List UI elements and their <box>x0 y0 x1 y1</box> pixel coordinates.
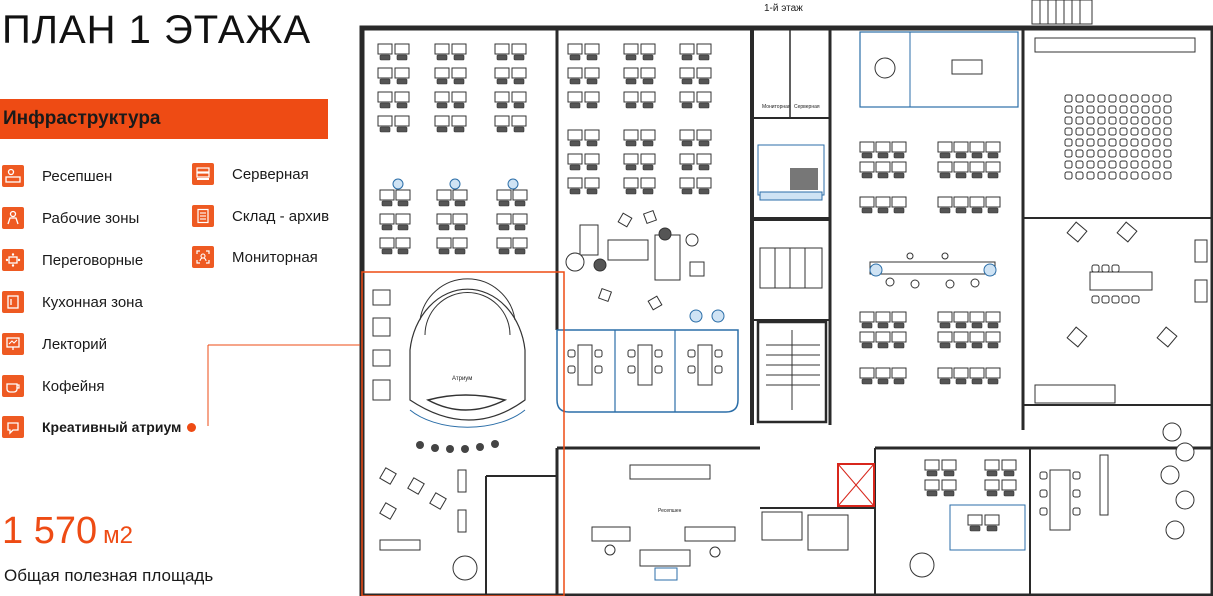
legend-item-monitor[interactable]: Мониторная <box>192 246 318 268</box>
area-number: 1 570 <box>2 510 98 552</box>
area-unit: м2 <box>103 522 133 549</box>
legend-item-reception[interactable]: Ресепшен <box>2 165 112 187</box>
legend-item-workspace[interactable]: Рабочие зоны <box>2 207 139 229</box>
building-walls <box>359 25 1213 596</box>
archive-icon <box>192 205 214 227</box>
server-icon <box>192 163 214 185</box>
workspace-icon <box>2 207 24 229</box>
monitor-room-label: Мониторная <box>762 104 791 110</box>
floor-label: 1-й этаж <box>764 3 803 14</box>
legend-item-coffee[interactable]: Кофейня <box>2 375 105 397</box>
reception-area <box>591 464 736 581</box>
workstation-group-nw <box>377 43 527 133</box>
legend-item-meeting[interactable]: Переговорные <box>2 249 143 271</box>
lounge-right <box>1034 221 1208 404</box>
core-rooms <box>757 144 825 289</box>
atrium-marker-dot <box>187 422 197 432</box>
area-label: Общая полезная площадь <box>4 566 214 585</box>
meeting-room-icon <box>2 249 24 271</box>
reception-room-label: Ресепшен <box>658 508 682 514</box>
meeting-top-right <box>859 31 1019 108</box>
atrium-zone[interactable] <box>361 271 565 596</box>
staircase <box>766 330 820 410</box>
server-room-label: Серверная <box>794 104 820 110</box>
lounge-center <box>565 209 705 311</box>
legend-label: Креативный атриум <box>42 419 182 435</box>
lecture-hall-icon <box>2 333 24 355</box>
kitchen-icon <box>2 291 24 313</box>
workstation-group-w <box>379 178 528 255</box>
bench-table <box>869 252 997 289</box>
legend-label: Ресепшен <box>42 167 113 185</box>
legend-label: Лекторий <box>42 335 108 353</box>
coffee-icon <box>2 375 24 397</box>
legend-item-kitchen[interactable]: Кухонная зона <box>2 291 143 313</box>
legend-label: Рабочие зоны <box>42 209 140 227</box>
meeting-rooms <box>556 309 739 413</box>
legend-label: Серверная <box>232 165 309 183</box>
meeting-bottom-right <box>909 422 1195 578</box>
lecture-hall-seats <box>1034 37 1196 179</box>
elevator <box>761 463 875 551</box>
legend-label: Кофейня <box>42 377 105 395</box>
legend-label: Склад - архив <box>232 207 330 225</box>
top-stair <box>1031 0 1093 25</box>
infrastructure-heading: Инфраструктура <box>0 99 328 139</box>
atrium-icon <box>2 416 24 438</box>
atrium-room-label: Атриум <box>452 376 472 382</box>
legend-item-archive[interactable]: Склад - архив <box>192 205 329 227</box>
legend-item-lecture[interactable]: Лекторий <box>2 333 107 355</box>
monitor-icon <box>192 246 214 268</box>
atrium-pointer-line <box>207 344 360 426</box>
legend-item-server[interactable]: Серверная <box>192 163 309 185</box>
legend-label: Мониторная <box>232 248 318 266</box>
legend-item-atrium[interactable]: Креативный атриум <box>2 416 197 438</box>
legend-label: Кухонная зона <box>42 293 143 311</box>
legend-label: Переговорные <box>42 251 144 269</box>
workstation-group-n-center <box>567 43 712 195</box>
reception-icon <box>2 165 24 187</box>
page-title: ПЛАН 1 ЭТАЖА <box>2 8 312 52</box>
